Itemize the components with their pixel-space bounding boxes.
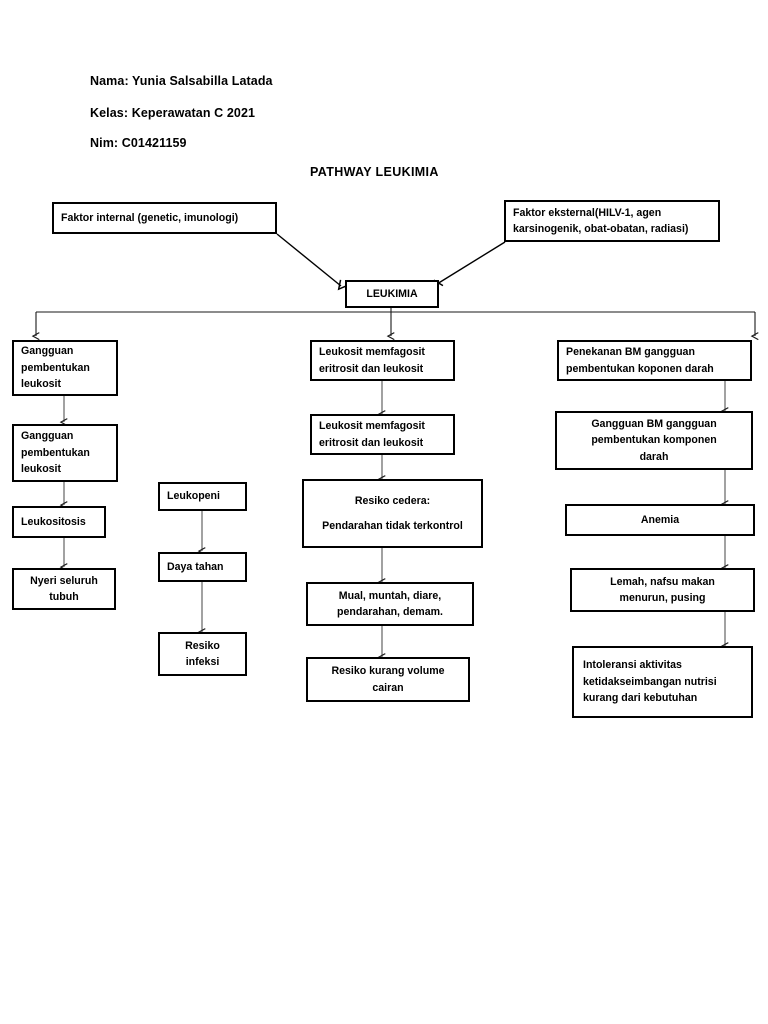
node-leukopeni[interactable]: Leukopeni	[158, 482, 247, 511]
node-lemah-line2: menurun, pusing	[619, 592, 706, 604]
student-name: Nama: Yunia Salsabilla Latada	[90, 74, 273, 88]
node-lm2-line1: Leukosit memfagosit	[319, 420, 425, 433]
node-nyeri-line2: tubuh	[49, 591, 79, 603]
node-anemia[interactable]: Anemia	[565, 504, 755, 536]
node-resiko-cedera-line2: Pendarahan tidak terkontrol	[322, 519, 463, 532]
node-nyeri-line1: Nyeri seluruh	[30, 574, 98, 587]
node-resiko-cedera[interactable]: Resiko cedera: Pendarahan tidak terkontr…	[302, 479, 483, 548]
node-resiko-infeksi-line1: Resiko	[185, 639, 220, 652]
node-mual-line1: Mual, muntah, diare,	[338, 589, 442, 602]
node-lemah-nafsu-makan[interactable]: Lemah, nafsu makan menurun, pusing	[570, 568, 755, 612]
node-leukosit-memfagosit-2[interactable]: Leukosit memfagosit eritrosit dan leukos…	[310, 414, 455, 455]
node-daya-tahan-label: Daya tahan	[167, 560, 224, 573]
node-resiko-cedera-line1: Resiko cedera:	[354, 494, 431, 507]
node-gangguan-bm-line2: pembentukan komponen	[591, 434, 717, 447]
node-rkvc-line1: Resiko kurang volume	[331, 665, 445, 678]
node-faktor-eksternal[interactable]: Faktor eksternal(HILV-1, agen karsinogen…	[504, 200, 720, 242]
student-id: Nim: C01421159	[90, 136, 187, 150]
node-lm1-line2: eritrosit dan leukosit	[319, 362, 424, 375]
node-gpl2-line2: pembentukan	[21, 446, 90, 459]
node-intoleransi-aktivitas[interactable]: Intoleransi aktivitas ketidakseimbangan …	[572, 646, 753, 718]
node-nyeri-seluruh-tubuh[interactable]: Nyeri seluruh tubuh	[12, 568, 116, 610]
node-faktor-internal-label: Faktor internal (genetic, imunologi)	[61, 211, 239, 224]
node-faktor-eksternal-line1: Faktor eksternal(HILV-1, agen	[513, 206, 662, 219]
node-gpl1-line3: leukosit	[21, 378, 62, 391]
node-intoleransi-line1: Intoleransi aktivitas	[583, 659, 682, 672]
page-title: PATHWAY LEUKIMIA	[310, 165, 439, 179]
node-gpl1-line2: pembentukan	[21, 361, 90, 374]
node-leukimia-root[interactable]: LEUKIMIA	[345, 280, 439, 308]
node-faktor-internal[interactable]: Faktor internal (genetic, imunologi)	[52, 202, 277, 234]
node-resiko-kurang-volume-cairan[interactable]: Resiko kurang volume cairan	[306, 657, 470, 702]
node-resiko-infeksi-line2: infeksi	[185, 656, 220, 668]
node-resiko-infeksi[interactable]: Resiko infeksi	[158, 632, 247, 676]
node-gangguan-bm-line1: Gangguan BM gangguan	[591, 417, 717, 430]
node-penekanan-bm[interactable]: Penekanan BM gangguan pembentukan kopone…	[557, 340, 752, 381]
node-rkvc-line2: cairan	[372, 681, 404, 694]
node-penekanan-bm-line2: pembentukan koponen darah	[566, 362, 714, 375]
student-class: Kelas: Keperawatan C 2021	[90, 106, 256, 120]
node-daya-tahan[interactable]: Daya tahan	[158, 552, 247, 582]
node-lm2-line2: eritrosit dan leukosit	[319, 436, 424, 449]
node-mual-line2: pendarahan, demam.	[337, 606, 443, 618]
node-penekanan-bm-line1: Penekanan BM gangguan	[566, 346, 695, 359]
node-intoleransi-line2: ketidakseimbangan nutrisi	[583, 675, 717, 688]
node-faktor-eksternal-line2: karsinogenik, obat-obatan, radiasi)	[513, 223, 689, 235]
node-intoleransi-line3: kurang dari kebutuhan	[583, 692, 698, 705]
node-gpl2-line3: leukosit	[21, 463, 62, 476]
node-gangguan-pembentukan-leukosit-2[interactable]: Gangguan pembentukan leukosit	[12, 424, 118, 482]
node-leukopeni-label: Leukopeni	[167, 490, 220, 503]
node-lm1-line1: Leukosit memfagosit	[319, 346, 425, 359]
node-gangguan-pembentukan-leukosit-1[interactable]: Gangguan pembentukan leukosit	[12, 340, 118, 396]
node-lemah-line1: Lemah, nafsu makan	[610, 575, 715, 588]
node-gangguan-bm-line3: darah	[639, 450, 669, 463]
node-leukositosis-label: Leukositosis	[21, 515, 86, 528]
node-leukimia-root-label: LEUKIMIA	[366, 287, 418, 300]
node-gpl1-line1: Gangguan	[21, 345, 74, 358]
node-leukosit-memfagosit-1[interactable]: Leukosit memfagosit eritrosit dan leukos…	[310, 340, 455, 381]
node-leukositosis[interactable]: Leukositosis	[12, 506, 106, 538]
node-anemia-label: Anemia	[640, 513, 680, 526]
node-mual-muntah-diare[interactable]: Mual, muntah, diare, pendarahan, demam.	[306, 582, 474, 626]
node-gangguan-bm[interactable]: Gangguan BM gangguan pembentukan kompone…	[555, 411, 753, 470]
node-gpl2-line1: Gangguan	[21, 430, 74, 443]
